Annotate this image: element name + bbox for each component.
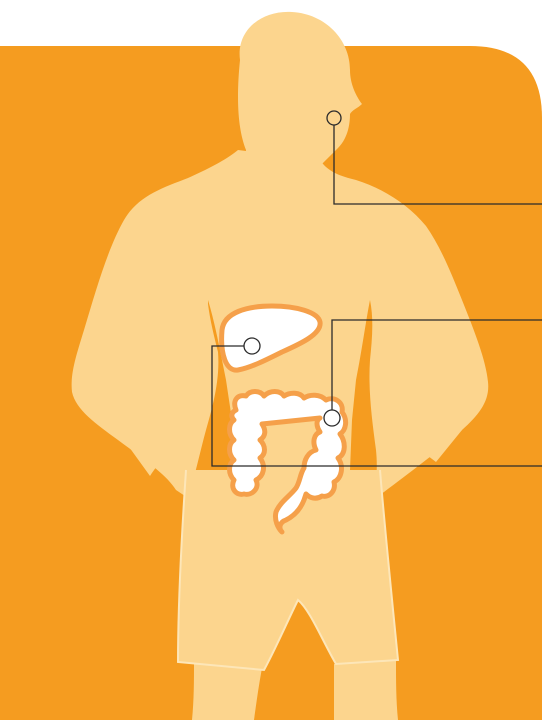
left-leg [192,662,262,720]
right-leg [334,660,398,720]
